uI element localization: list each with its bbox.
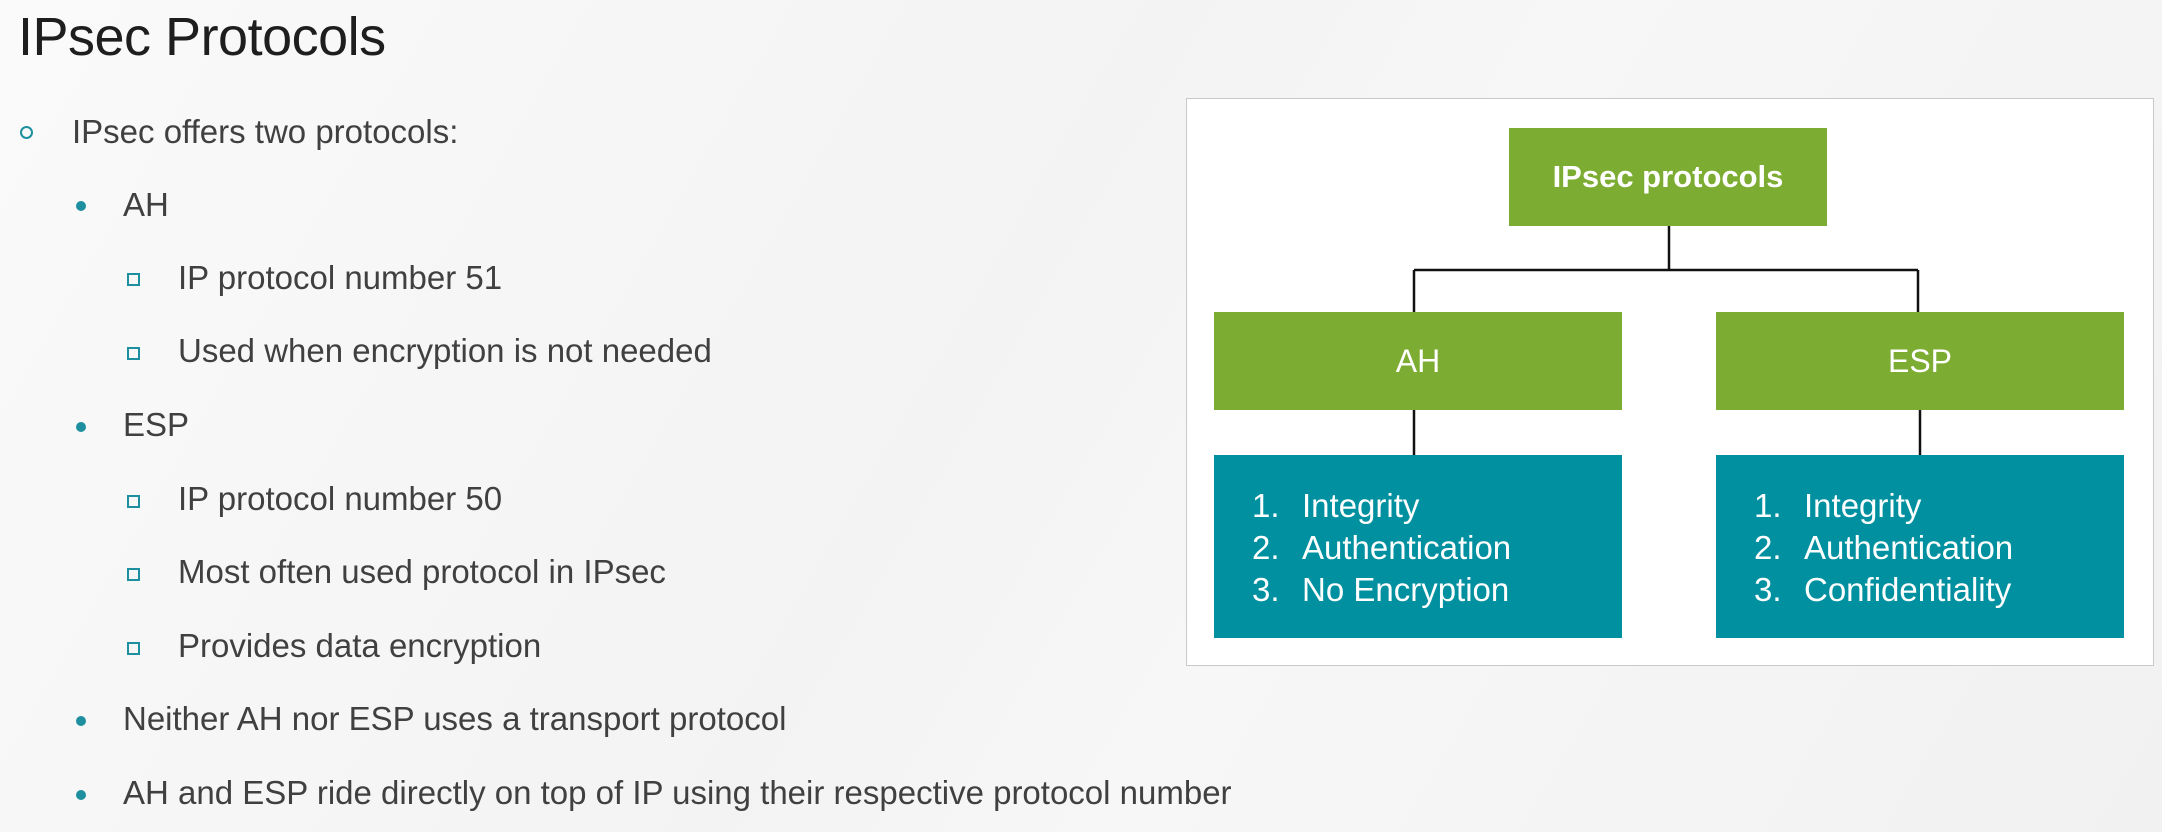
list-text: Authentication [1302, 529, 1512, 566]
bullet-ah-protocol-number: IP protocol number 51 [178, 259, 503, 296]
dot-bullet-icon [76, 201, 86, 211]
list-number: 3. [1252, 571, 1280, 608]
list-number: 1. [1754, 487, 1782, 524]
bullet-no-transport: Neither AH nor ESP uses a transport prot… [123, 700, 787, 737]
dot-bullet-icon [76, 716, 86, 726]
list-item: 3. No Encryption [1252, 569, 1622, 611]
bullet-ride-on-ip: AH and ESP ride directly on top of IP us… [123, 774, 1232, 811]
list-item: 1. Integrity [1754, 485, 2124, 527]
bullet-ah: AH [123, 186, 169, 223]
square-bullet-icon [127, 642, 140, 655]
ipsec-protocols-diagram: IPsec protocols AH ESP 1. Integrity 2. A… [1186, 98, 2154, 666]
bullet-ah-usage: Used when encryption is not needed [178, 332, 712, 369]
bullet-esp: ESP [123, 406, 190, 443]
root-box: IPsec protocols [1509, 128, 1827, 226]
square-bullet-icon [127, 347, 140, 360]
list-number: 3. [1754, 571, 1782, 608]
list-text: Integrity [1804, 487, 1922, 524]
list-text: Integrity [1302, 487, 1420, 524]
list-item: 3. Confidentiality [1754, 569, 2124, 611]
ah-properties-box: 1. Integrity 2. Authentication 3. No Enc… [1214, 455, 1622, 638]
list-item: 2. Authentication [1754, 527, 2124, 569]
bullet-intro: IPsec offers two protocols: [72, 113, 459, 150]
list-number: 2. [1754, 529, 1782, 566]
list-text: No Encryption [1302, 571, 1510, 608]
square-bullet-icon [127, 568, 140, 581]
esp-properties-box: 1. Integrity 2. Authentication 3. Confid… [1716, 455, 2124, 638]
esp-box: ESP [1716, 312, 2124, 410]
list-item: 1. Integrity [1252, 485, 1622, 527]
list-number: 1. [1252, 487, 1280, 524]
square-bullet-icon [127, 273, 140, 286]
bullet-list: IPsec offers two protocols: AH IP protoc… [20, 113, 1232, 811]
dot-bullet-icon [76, 790, 86, 800]
circle-bullet-icon [20, 126, 33, 139]
page-title: IPsec Protocols [18, 7, 386, 67]
ah-box: AH [1214, 312, 1622, 410]
bullet-esp-protocol-number: IP protocol number 50 [178, 480, 503, 517]
list-item: 2. Authentication [1252, 527, 1622, 569]
list-number: 2. [1252, 529, 1280, 566]
bullet-esp-most-used: Most often used protocol in IPsec [178, 553, 666, 590]
list-text: Confidentiality [1804, 571, 2012, 608]
dot-bullet-icon [76, 422, 86, 432]
connector-lines [1412, 226, 1922, 455]
list-text: Authentication [1804, 529, 2014, 566]
bullet-esp-encryption: Provides data encryption [178, 627, 542, 664]
square-bullet-icon [127, 495, 140, 508]
